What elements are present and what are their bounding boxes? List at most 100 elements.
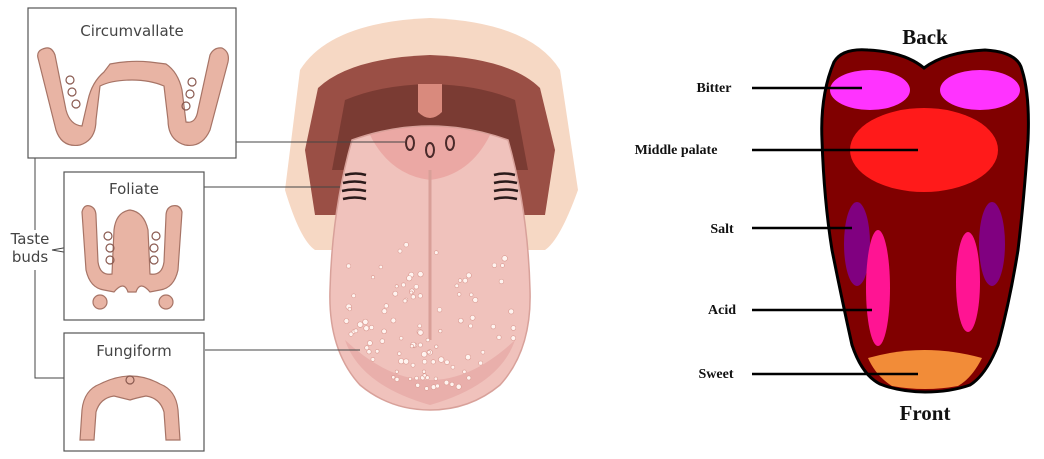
fungiform-dot	[445, 360, 450, 365]
fungiform-dot	[451, 365, 455, 369]
taste-buds-label: Taste buds	[10, 230, 50, 266]
fungiform-dot	[455, 284, 459, 288]
fungiform-dot	[403, 299, 407, 303]
fungiform-dot	[352, 294, 356, 298]
fungiform-dot	[426, 338, 430, 342]
fungiform-dot	[409, 377, 412, 380]
fungiform-dot	[511, 326, 516, 331]
fungiform-dot	[354, 329, 358, 333]
fungiform-dot	[469, 324, 473, 328]
fungiform-dot	[349, 332, 353, 336]
fungiform-dot	[346, 264, 350, 268]
acid-region-left	[866, 230, 890, 346]
fungiform-dot	[473, 297, 478, 302]
fungiform-dot	[427, 351, 430, 354]
fungiform-dot	[398, 352, 402, 356]
fungiform-dot	[371, 276, 374, 279]
fungiform-dot	[479, 361, 483, 365]
fungiform-dot	[382, 329, 387, 334]
fungiform-dot	[391, 318, 396, 323]
fungiform-dot	[463, 278, 468, 283]
fungiform-dot	[367, 341, 372, 346]
fungiform-dot	[375, 349, 379, 353]
fungiform-dot	[395, 285, 398, 288]
fungiform-dot	[411, 363, 415, 367]
fungiform-dot	[466, 273, 471, 278]
fungiform-dot	[456, 384, 461, 389]
fungiform-dot	[436, 384, 440, 388]
fungiform-label: Fungiform	[96, 342, 171, 360]
fungiform-dot	[425, 387, 429, 391]
fungiform-dot	[395, 370, 398, 373]
fungiform-dot	[470, 315, 475, 320]
fungiform-dot	[415, 376, 419, 380]
fungiform-dot	[411, 295, 415, 299]
bitter-region-right	[940, 70, 1020, 110]
fungiform-dot	[431, 360, 435, 364]
fungiform-dot	[399, 337, 403, 341]
fungiform-dot	[423, 374, 426, 377]
fungiform-dot	[438, 357, 444, 363]
fungiform-dot	[497, 335, 501, 339]
sweet-label: Sweet	[699, 367, 734, 382]
foliate-box: Foliate	[64, 172, 204, 320]
fungiform-dot	[422, 370, 425, 373]
fungiform-dot	[410, 291, 413, 294]
fungiform-dot	[422, 359, 427, 364]
back-label: Back	[902, 25, 948, 49]
taste-map: Back Front Bitter Middle palate Salt Aci…	[605, 14, 1040, 435]
anatomical-tongue-illustration	[285, 18, 578, 410]
fungiform-dot	[407, 276, 412, 281]
fungiform-dot	[344, 319, 349, 324]
fungiform-dot	[392, 376, 395, 379]
front-label: Front	[900, 401, 951, 425]
fungiform-dot	[450, 382, 454, 386]
fungiform-dot	[434, 377, 437, 380]
fungiform-dot	[395, 377, 399, 381]
foliate-drop-left	[93, 295, 107, 309]
middle-palate-label: Middle palate	[635, 143, 718, 158]
circumvallate-label: Circumvallate	[80, 22, 184, 40]
fungiform-dot	[379, 265, 383, 269]
fungiform-dot	[371, 357, 375, 361]
fungiform-dot	[418, 294, 422, 298]
fungiform-dot	[457, 293, 461, 297]
foliate-drop-right	[159, 295, 173, 309]
fungiform-dot	[458, 318, 463, 323]
fungiform-dot	[467, 376, 471, 380]
fungiform-dot	[401, 283, 405, 287]
foliate-label: Foliate	[109, 180, 159, 198]
fungiform-dot	[398, 249, 402, 253]
taste-buds-label-line1: Taste	[10, 230, 50, 248]
bitter-label: Bitter	[697, 81, 732, 96]
fungiform-dot	[363, 319, 368, 324]
fungiform-dot	[465, 355, 470, 360]
fungiform-dot	[439, 329, 442, 332]
fungiform-dot	[364, 326, 369, 331]
fungiform-dot	[435, 345, 438, 348]
fungiform-dot	[367, 350, 371, 354]
taste-buds-label-line2: buds	[12, 248, 49, 266]
acid-region-right	[956, 232, 980, 332]
acid-label: Acid	[708, 303, 736, 318]
fungiform-dot	[418, 324, 422, 328]
fungiform-dot	[410, 344, 413, 347]
fungiform-dot	[393, 291, 398, 296]
fungiform-box: Fungiform	[64, 333, 204, 451]
fungiform-dot	[382, 309, 387, 314]
fungiform-dot	[501, 264, 505, 268]
fungiform-dot	[437, 308, 442, 313]
salt-label: Salt	[710, 222, 734, 237]
fungiform-dot	[458, 279, 462, 283]
fungiform-dot	[421, 352, 427, 358]
fungiform-dot	[502, 256, 508, 262]
fungiform-dot	[511, 336, 516, 341]
fungiform-dot	[404, 242, 409, 247]
fungiform-dot	[499, 279, 504, 284]
fungiform-dot	[365, 346, 369, 350]
fungiform-dot	[384, 304, 388, 308]
fungiform-dot	[492, 263, 497, 268]
fungiform-dot	[348, 307, 351, 310]
fungiform-dot	[403, 359, 408, 364]
